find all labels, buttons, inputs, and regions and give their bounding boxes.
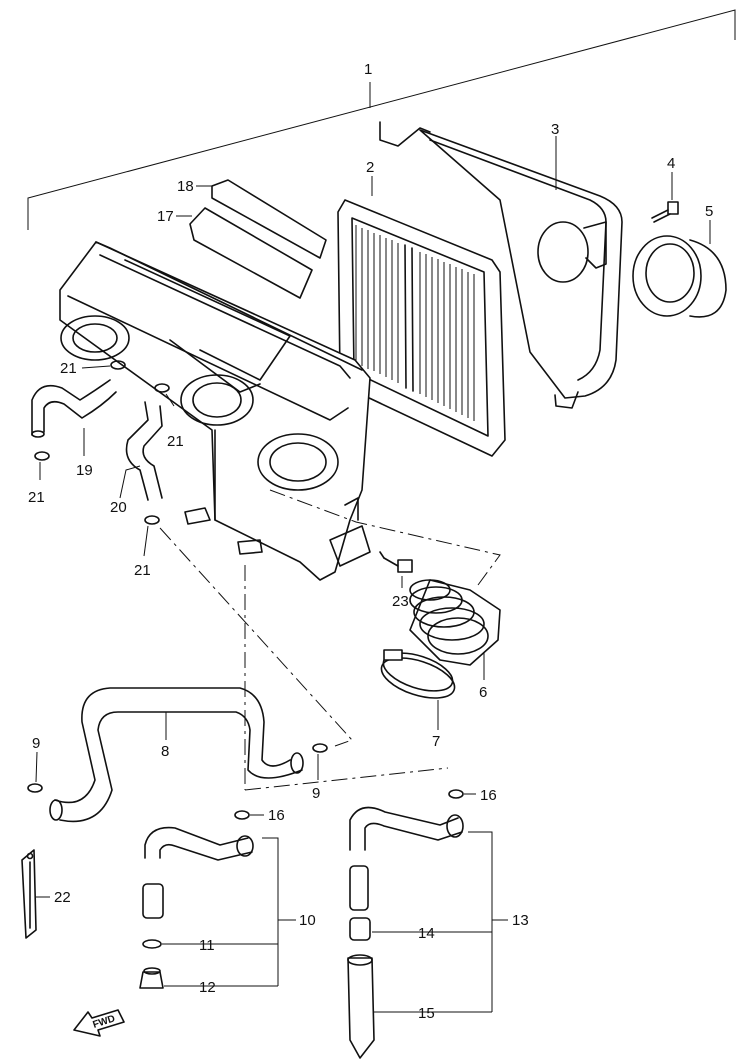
- hose-part-20: [125, 401, 163, 501]
- screw-part-4: [651, 201, 679, 223]
- drain-hose-part-8: [49, 687, 304, 823]
- callout-23: 23: [392, 593, 409, 610]
- callout-2: 2: [366, 159, 374, 176]
- callout-3: 3: [551, 121, 559, 138]
- callout-17: 17: [157, 208, 174, 225]
- reference-lines: [159, 489, 501, 791]
- callout-6: 6: [479, 684, 487, 701]
- clamp-part-7: [380, 649, 456, 699]
- screw-part-23: [379, 551, 413, 573]
- callout-7: 7: [432, 733, 440, 750]
- lower-case: [59, 241, 371, 581]
- callout-16-left: 16: [268, 807, 285, 824]
- drain-kit-part-10: [139, 826, 254, 989]
- callout-19: 19: [76, 462, 93, 479]
- filter-element-part-2: [337, 199, 506, 457]
- callout-22: 22: [54, 889, 71, 906]
- drain-kit-part-13: [347, 789, 464, 1059]
- holder-part-22: [21, 849, 37, 939]
- callout-21-d: 21: [134, 562, 151, 579]
- callout-5: 5: [705, 203, 713, 220]
- callout-21-a: 21: [60, 360, 77, 377]
- callout-9-left: 9: [32, 735, 40, 752]
- assembly-bracket-1: [27, 9, 736, 230]
- callout-10: 10: [299, 912, 316, 929]
- upper-cover-part-3: [379, 121, 623, 409]
- callout-1: 1: [364, 61, 372, 78]
- forward-arrow-icon: FWD: [73, 1009, 125, 1037]
- callout-20: 20: [110, 499, 127, 516]
- hose-part-19: [31, 379, 117, 438]
- callout-4: 4: [667, 155, 675, 172]
- callout-15: 15: [418, 1005, 435, 1022]
- callout-9-right: 9: [312, 785, 320, 802]
- foam-pad-part-18: [211, 179, 327, 259]
- leader-lines: [35, 136, 711, 1013]
- clip-part-16: [234, 810, 250, 820]
- foam-pad-part-17: [189, 207, 313, 299]
- callout-21-b: 21: [167, 433, 184, 450]
- callout-8: 8: [161, 743, 169, 760]
- callout-14: 14: [418, 925, 435, 942]
- callout-11: 11: [199, 937, 215, 954]
- callout-18: 18: [177, 178, 194, 195]
- callout-13: 13: [512, 912, 529, 929]
- callout-labels: 1 2 3 4 5 6 7 8 9 9 10 11 12 13 14 15 16…: [28, 61, 713, 1022]
- clip-part-21: [34, 360, 170, 525]
- intake-duct-part-5: [632, 235, 727, 318]
- callout-12: 12: [199, 979, 216, 996]
- callout-16-right: 16: [480, 787, 497, 804]
- outlet-boot-part-6: [409, 579, 501, 666]
- callout-21-c: 21: [28, 489, 45, 506]
- clip-part-9: [27, 743, 328, 793]
